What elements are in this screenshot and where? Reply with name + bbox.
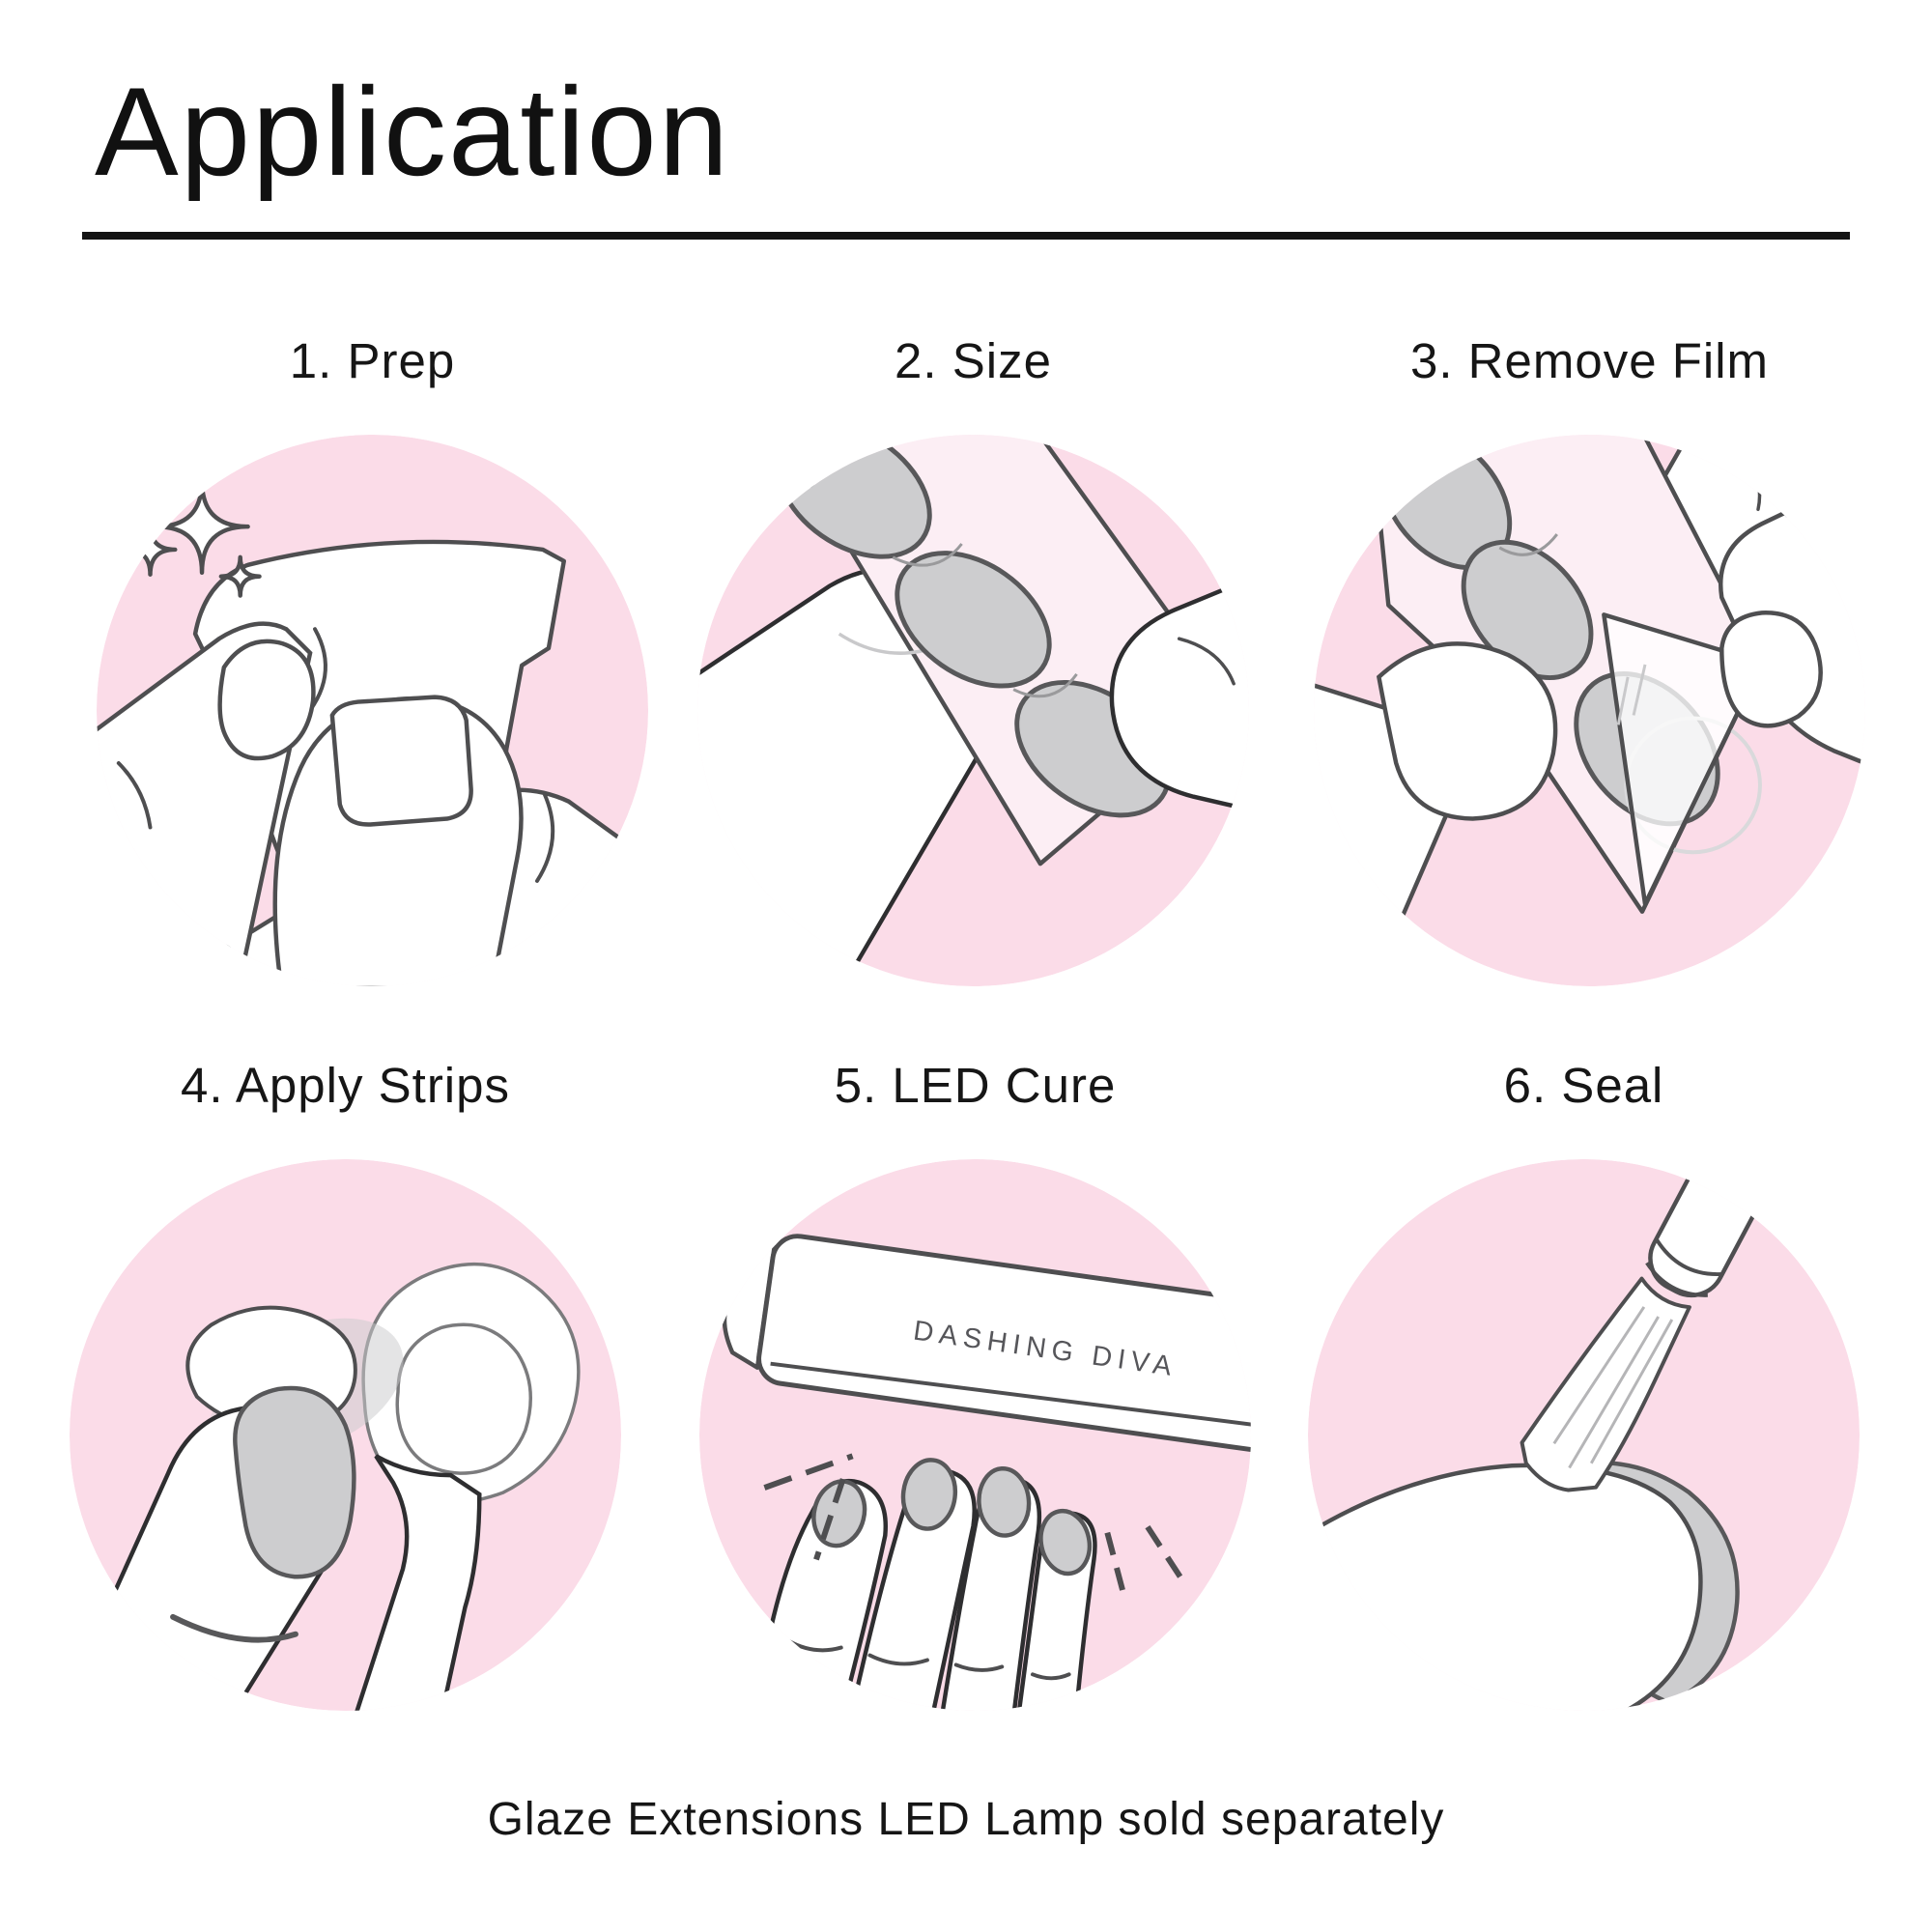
step-1-label: 1. Prep <box>289 333 456 388</box>
cured-nail <box>900 1458 958 1531</box>
cured-nail <box>1038 1508 1093 1577</box>
wiped-fingertip <box>272 695 524 987</box>
fingertip <box>1307 1463 1703 1712</box>
step-6-illustration-seal <box>1307 1158 1861 1712</box>
step-6-label: 6. Seal <box>1503 1058 1664 1113</box>
step-5-illustration-led-cure: DASHING DIVA <box>698 1158 1252 1712</box>
step-1-illustration-prep <box>96 434 649 987</box>
page-title: Application <box>95 61 730 202</box>
step-4-apply-strips: 4. Apply Strips <box>68 1049 623 1713</box>
light-rays <box>763 1453 1187 1599</box>
peeled-film <box>1602 612 1765 906</box>
curing-hand <box>752 1458 1097 1712</box>
footnote-lamp-sold-separately: Glaze Extensions LED Lamp sold separatel… <box>487 1794 1445 1845</box>
step-4-illustration-apply-strips <box>69 1158 622 1712</box>
back-fingertip <box>361 1262 581 1504</box>
title-underline <box>82 232 1850 240</box>
pressing-thumb <box>352 1454 482 1712</box>
step-6-seal: 6. Seal <box>1306 1049 1861 1713</box>
step-1-prep: 1. Prep <box>95 325 650 988</box>
applied-gel-strip <box>233 1385 356 1579</box>
step-2-label: 2. Size <box>895 333 1052 388</box>
step-2-size: 2. Size <box>696 325 1251 988</box>
step-5-label: 5. LED Cure <box>834 1058 1117 1113</box>
step-4-label: 4. Apply Strips <box>181 1058 510 1113</box>
step-5-led-cure: 5. LED Cure <box>697 1049 1253 1713</box>
step-3-remove-film: 3. Remove Film <box>1312 325 1867 988</box>
cured-nail <box>977 1466 1032 1538</box>
step-3-illustration-remove-film <box>1313 434 1866 987</box>
step-2-illustration-size <box>696 434 1250 987</box>
step-3-label: 3. Remove Film <box>1409 333 1770 388</box>
led-lamp: DASHING DIVA <box>722 1234 1252 1460</box>
